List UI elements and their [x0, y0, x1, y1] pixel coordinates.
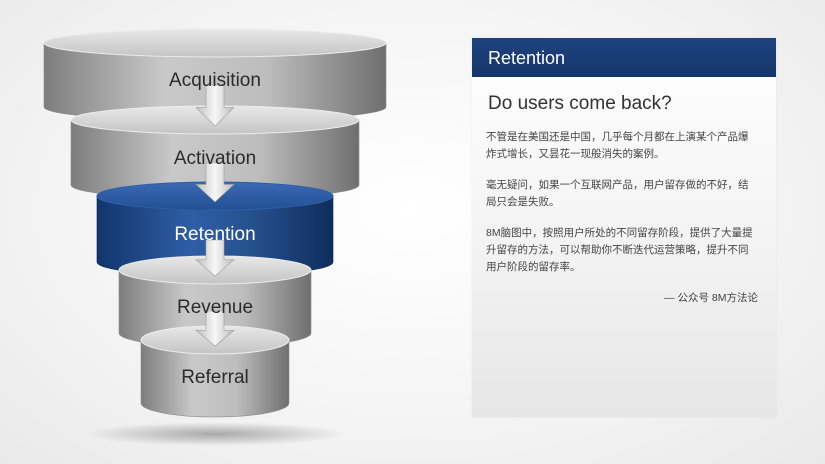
down-arrow-icon [195, 84, 235, 127]
stage-label-retention: Retention [174, 224, 256, 245]
stage-label-activation: Activation [173, 147, 257, 169]
funnel-stage-retention [96, 181, 334, 277]
panel-paragraph-3: 8M脑图中，按照用户所处的不同留存阶段，提供了大量提升留存的方法，可以帮助你不断… [486, 227, 753, 273]
panel-paragraph-2: 毫无疑问，如果一个互联网产品，用户留存做的不好，结局只会是失败。 [486, 179, 749, 208]
stage-top [43, 28, 387, 58]
funnel-stage-acquisition [43, 28, 387, 122]
stage-label-revenue: Revenue [176, 296, 254, 318]
down-arrow-icon [195, 239, 235, 277]
panel-subtitle: Do users come back? [488, 93, 672, 114]
panel-title: Retention [472, 38, 776, 77]
stage-label-referral: Referral [181, 366, 249, 388]
info-panel: Retention Do users come back? 不管是在美国还是中国… [472, 38, 776, 417]
funnel-diagram [43, 28, 387, 446]
down-arrow-icon [195, 310, 235, 347]
panel-paragraph-1: 不管是在美国还是中国，几乎每个月都在上演某个产品爆炸式增长，又昙花一现般消失的案… [486, 131, 749, 160]
down-arrow-icon [195, 162, 235, 203]
panel-source: — 公众号 8M方法论 [664, 292, 758, 304]
funnel-shadow [85, 422, 345, 446]
stage-label-acquisition: Acquisition [169, 70, 261, 91]
